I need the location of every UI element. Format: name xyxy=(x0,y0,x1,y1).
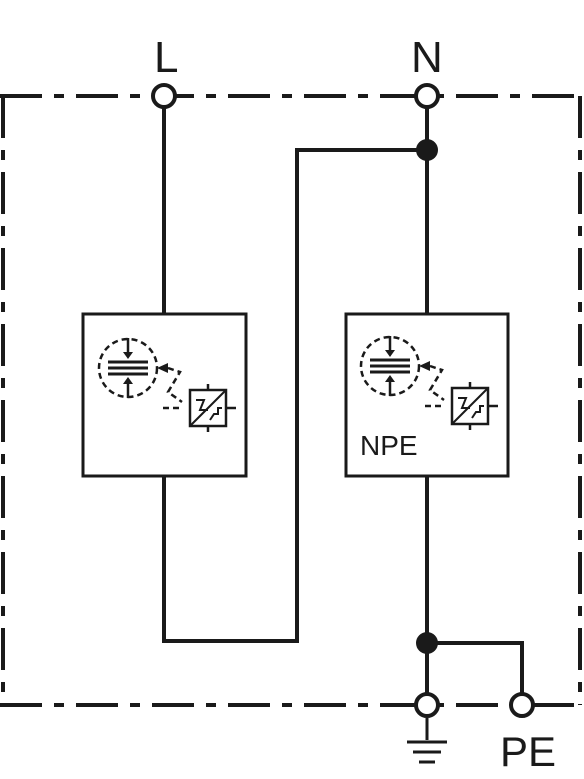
earth-ground-icon xyxy=(407,718,447,764)
thermal-disconnector-icon xyxy=(425,382,498,430)
terminal-label-n: N xyxy=(411,33,443,82)
junction-node-pe xyxy=(416,632,438,654)
thermal-disconnector-icon xyxy=(163,384,236,432)
junction-nodes xyxy=(416,139,438,654)
terminal-n xyxy=(414,83,440,109)
terminal-label-pe: PE xyxy=(500,728,556,775)
surge-arrester-icon xyxy=(359,335,445,402)
surge-arrester-icon xyxy=(97,337,183,404)
terminal-l xyxy=(151,83,177,109)
terminal-pe xyxy=(509,692,535,718)
terminal-label-l: L xyxy=(154,33,178,82)
module-right-label: NPE xyxy=(360,430,418,461)
junction-node-n xyxy=(416,139,438,161)
module-left xyxy=(81,312,248,478)
terminal-earth xyxy=(414,692,440,718)
wire-pe-branch xyxy=(427,641,524,694)
wire-left-module-to-n-node xyxy=(162,148,427,643)
housing-dashed-outline xyxy=(0,94,584,707)
module-right: NPE xyxy=(344,312,510,478)
terminals xyxy=(151,83,535,718)
